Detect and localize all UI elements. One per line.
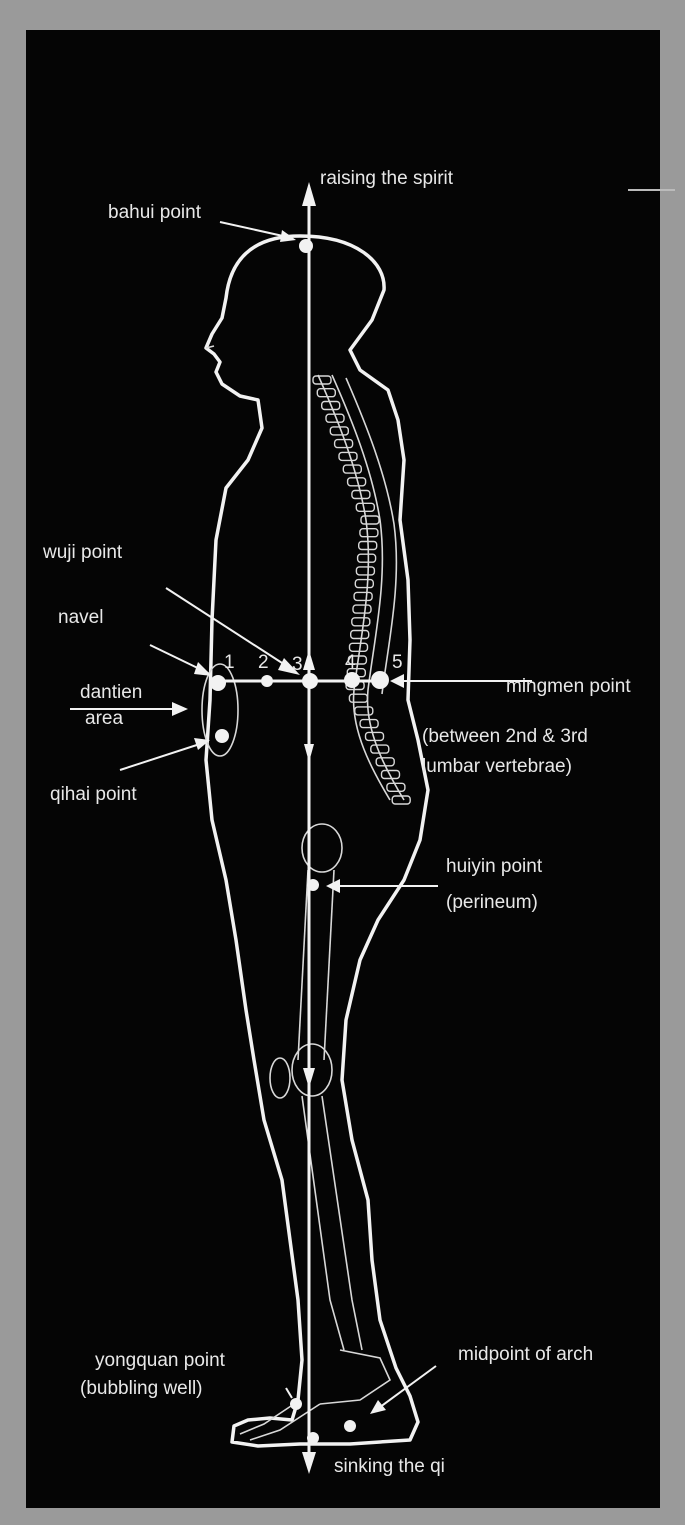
label-area: area — [85, 708, 123, 729]
yongquan-dot — [290, 1398, 302, 1410]
label-huiyin: huiyin point — [446, 856, 543, 877]
number-2: 2 — [258, 652, 269, 673]
point-2-dot — [261, 675, 273, 687]
label-bubbling-well: (bubbling well) — [80, 1378, 203, 1399]
sinking-dot — [307, 1432, 319, 1444]
label-raising-spirit: raising the spirit — [320, 168, 454, 189]
point-4-dot — [344, 672, 360, 688]
label-mingmen-note-2: lumbar vertebrae) — [422, 756, 572, 777]
label-qihai: qihai point — [50, 784, 137, 805]
number-3: 3 — [292, 654, 303, 675]
arch-dot — [344, 1420, 356, 1432]
label-perineum: (perineum) — [446, 892, 538, 913]
label-sinking-qi: sinking the qi — [334, 1456, 445, 1477]
label-dantien: dantien — [80, 682, 142, 703]
label-midpoint-arch: midpoint of arch — [458, 1344, 593, 1365]
number-4: 4 — [345, 652, 356, 673]
huiyin-dot — [307, 879, 319, 891]
point-3-dot — [302, 673, 318, 689]
label-wuji: wuji point — [42, 542, 123, 563]
label-mingmen-note-1: (between 2nd & 3rd — [422, 726, 588, 747]
number-5: 5 — [392, 652, 403, 673]
label-bahui: bahui point — [108, 202, 202, 223]
label-mingmen: mingmen point — [506, 676, 631, 697]
label-yongquan: yongquan point — [95, 1350, 226, 1371]
point-1-dot — [210, 675, 226, 691]
label-navel: navel — [58, 607, 103, 628]
qihai-dot — [215, 729, 229, 743]
bahui-dot — [299, 239, 313, 253]
point-5-dot — [371, 671, 389, 689]
number-1: 1 — [224, 652, 235, 673]
